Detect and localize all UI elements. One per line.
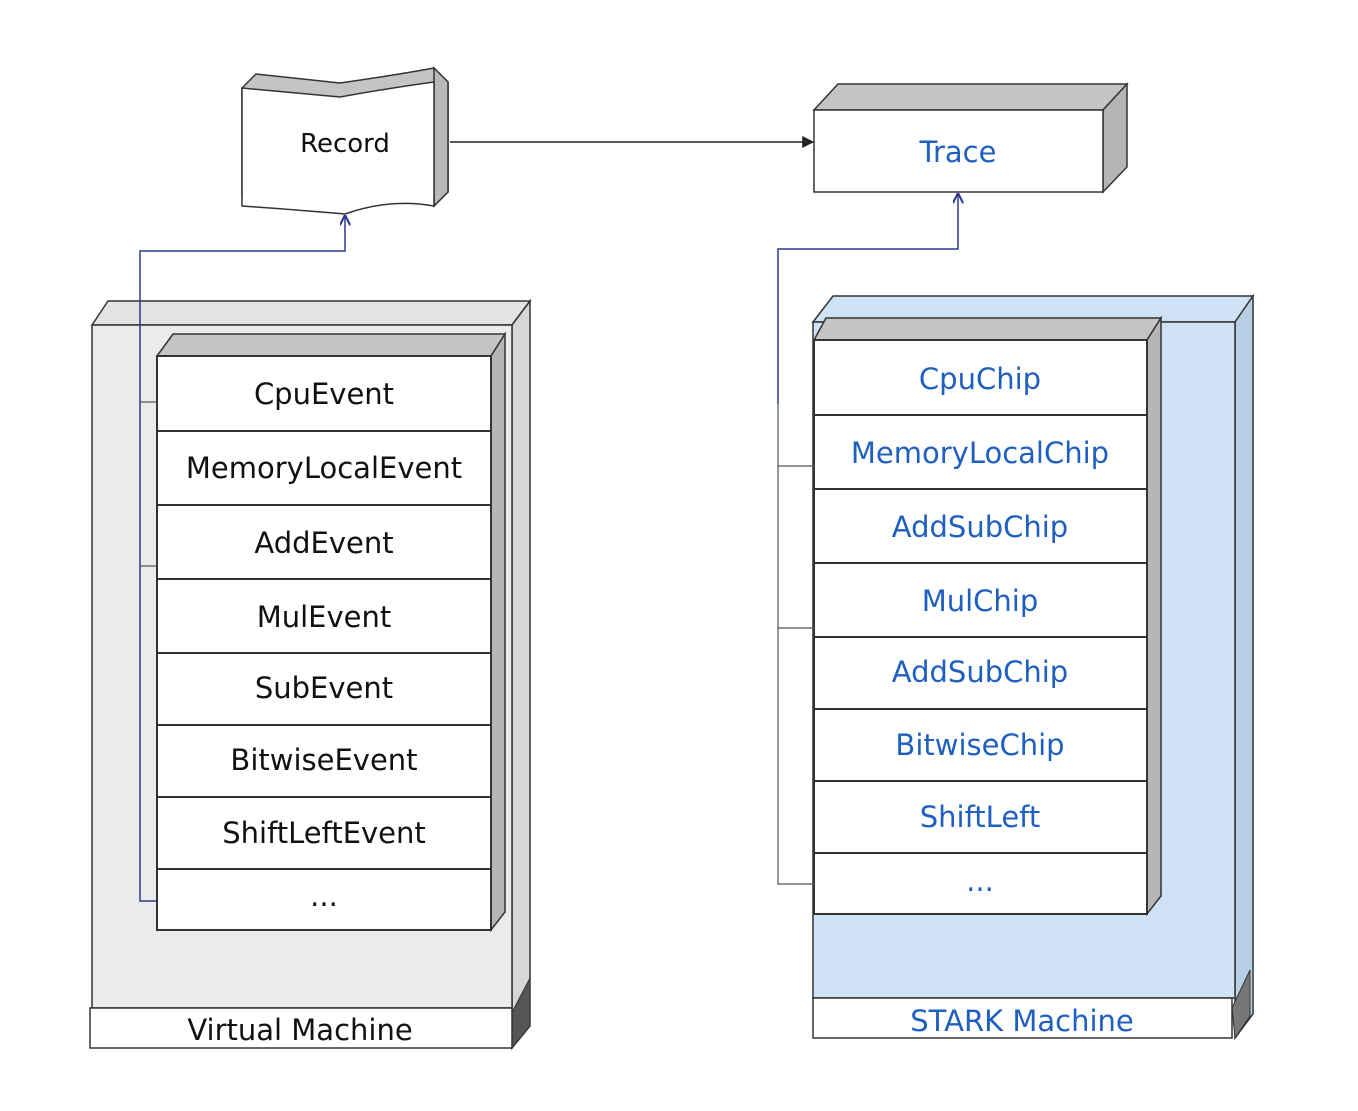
list-item: AddSubChip xyxy=(813,636,1148,710)
vm-to-record-connector xyxy=(139,216,345,902)
trace-label: Trace xyxy=(919,135,997,169)
list-item: BitwiseEvent xyxy=(156,724,492,798)
virtual-machine-title-bar xyxy=(89,1007,513,1049)
list-item: CpuEvent xyxy=(156,355,492,432)
event-label-bitwise: BitwiseEvent xyxy=(230,743,417,777)
event-label-sub: SubEvent xyxy=(255,671,393,705)
list-item: MemoryLocalChip xyxy=(813,414,1148,490)
list-item: BitwiseChip xyxy=(813,708,1148,782)
list-item: ShiftLeft xyxy=(813,780,1148,854)
record-node: Record xyxy=(241,66,449,215)
chip-label-add-sub-2: AddSubChip xyxy=(892,655,1068,689)
event-label-add: AddEvent xyxy=(254,526,393,560)
chip-label-bitwise: BitwiseChip xyxy=(895,728,1064,762)
event-label-cpu: CpuEvent xyxy=(254,377,394,411)
stark-chip-list: CpuChip MemoryLocalChip AddSubChip MulCh… xyxy=(813,339,1148,915)
chip-label-add-sub: AddSubChip xyxy=(892,510,1068,544)
event-label-memory-local: MemoryLocalEvent xyxy=(186,451,462,485)
chip-label-more: ... xyxy=(966,864,994,898)
event-label-mul: MulEvent xyxy=(257,600,392,634)
list-item: AddEvent xyxy=(156,504,492,580)
stark-to-trace-connector xyxy=(777,194,958,885)
list-item: ... xyxy=(813,852,1148,915)
record-label: Record xyxy=(300,129,390,159)
chip-label-mul: MulChip xyxy=(922,584,1039,618)
list-item: MulEvent xyxy=(156,578,492,654)
chip-label-shift-left: ShiftLeft xyxy=(920,800,1040,834)
stark-machine-title-bar xyxy=(812,997,1233,1039)
list-item: SubEvent xyxy=(156,652,492,726)
list-item: MulChip xyxy=(813,562,1148,638)
stark-machine-title: STARK Machine xyxy=(910,1004,1134,1038)
list-item: ShiftLeftEvent xyxy=(156,796,492,870)
list-item: ... xyxy=(156,868,492,931)
trace-node: Trace xyxy=(812,82,1129,194)
chip-label-cpu: CpuChip xyxy=(919,362,1041,396)
list-item: MemoryLocalEvent xyxy=(156,430,492,506)
event-label-shift-left: ShiftLeftEvent xyxy=(222,816,426,850)
chip-label-memory-local: MemoryLocalChip xyxy=(851,436,1109,470)
virtual-machine-title: Virtual Machine xyxy=(187,1013,412,1047)
list-item: AddSubChip xyxy=(813,488,1148,564)
vm-event-list: CpuEvent MemoryLocalEvent AddEvent MulEv… xyxy=(156,355,492,931)
list-item: CpuChip xyxy=(813,339,1148,416)
event-label-more: ... xyxy=(310,879,338,913)
